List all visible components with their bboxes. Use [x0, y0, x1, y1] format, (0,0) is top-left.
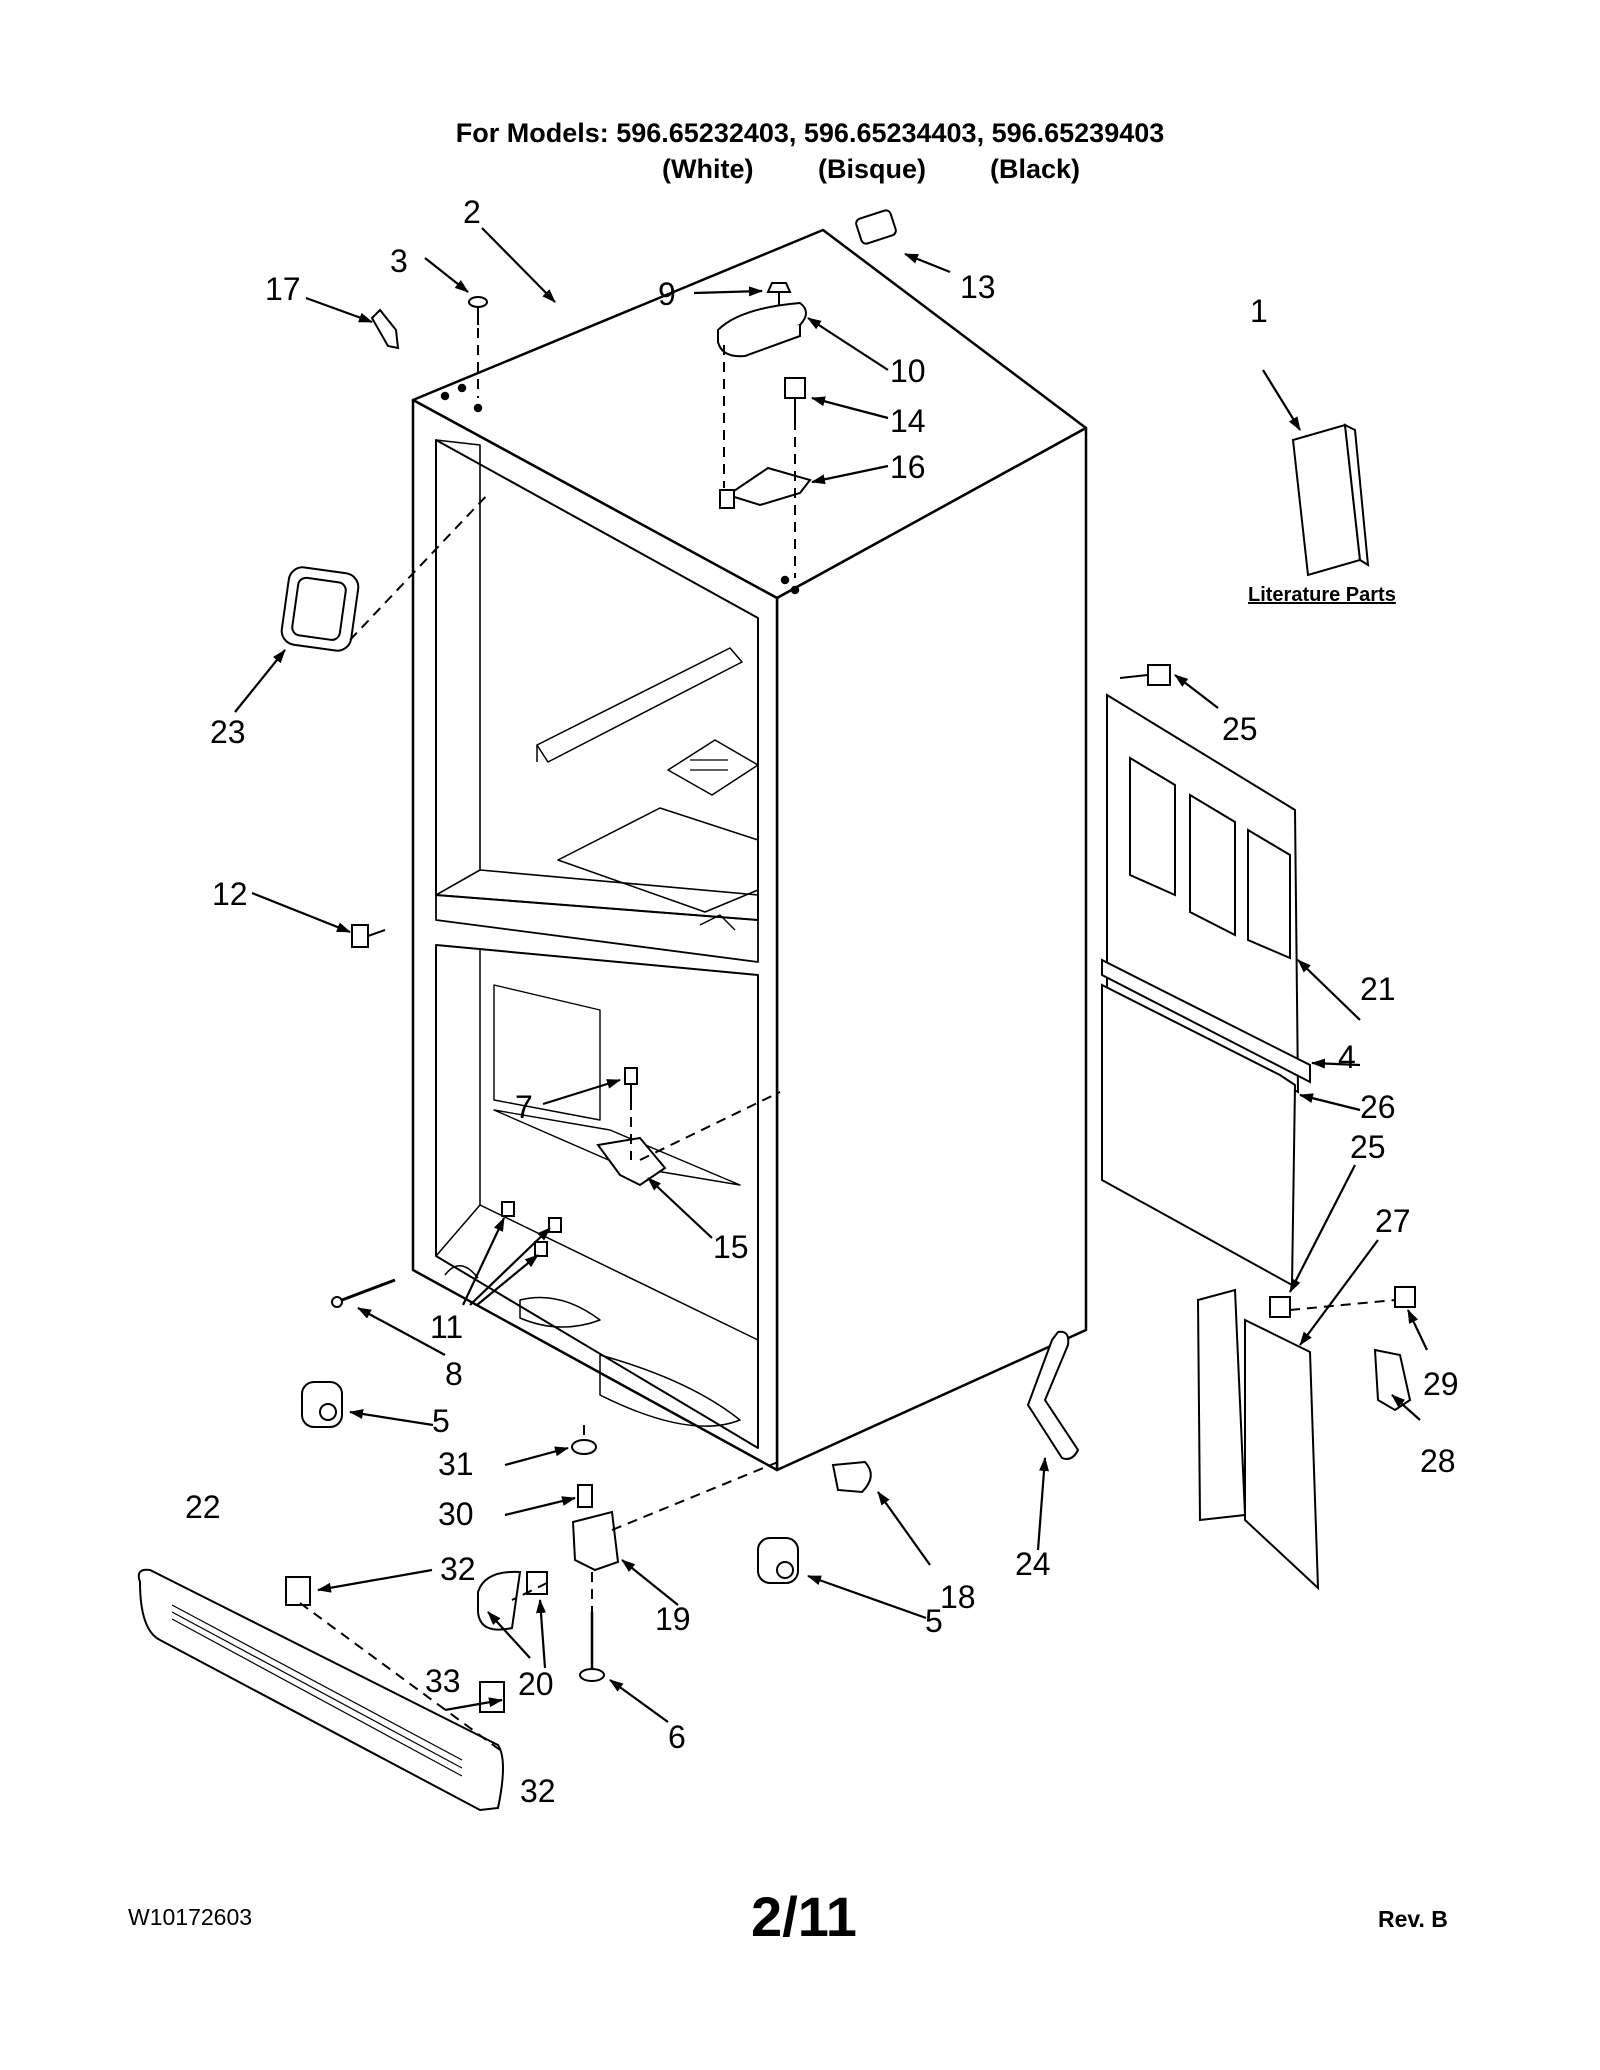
callout-3: 3	[390, 243, 408, 279]
callout-5a: 5	[432, 1403, 450, 1439]
insulation-26	[1101, 983, 1297, 1287]
hinge-cover-10	[716, 301, 807, 358]
leveling-leg-6	[579, 1612, 605, 1682]
callout-18: 18	[940, 1579, 976, 1615]
callout-numbers: 1 2 3 4 5 5 6 7 8 9 10 11 12 13 14 15 16…	[185, 194, 1459, 1809]
callout-7: 7	[515, 1089, 533, 1125]
color-white: (White)	[662, 154, 754, 184]
callout-19: 19	[655, 1601, 691, 1637]
washer-31	[571, 1439, 597, 1455]
caster-5-left	[301, 1381, 343, 1428]
toe-grille-22	[137, 1568, 504, 1812]
models-line: For Models: 596.65232403, 596.65234403, …	[455, 118, 1165, 148]
pin-30	[577, 1484, 593, 1508]
callout-22: 22	[185, 1489, 221, 1525]
callout-1: 1	[1250, 293, 1268, 329]
bracket-15	[596, 1136, 667, 1187]
color-black: (Black)	[990, 154, 1081, 184]
revision-label: Rev. B	[1378, 1906, 1448, 1932]
screw-25-upper	[1119, 664, 1171, 686]
bracket-28	[1373, 1348, 1412, 1412]
callout-11: 11	[430, 1309, 463, 1345]
bolt-8	[331, 1278, 396, 1308]
callout-27: 27	[1375, 1203, 1411, 1239]
callout-17: 17	[265, 271, 301, 307]
callout-8: 8	[445, 1356, 463, 1392]
electrical-box-27	[1196, 1288, 1320, 1591]
control-panel-23	[280, 566, 360, 652]
callout-32a: 32	[440, 1551, 476, 1587]
literature-booklet	[1291, 423, 1370, 577]
screw-3	[468, 296, 488, 325]
callout-23: 23	[210, 714, 246, 750]
callout-30: 30	[438, 1496, 474, 1532]
callout-21: 21	[1360, 971, 1396, 1007]
callout-20: 20	[518, 1666, 554, 1702]
color-bisque: (Bisque)	[818, 154, 926, 184]
callout-14: 14	[890, 403, 926, 439]
clip-32-lower	[479, 1681, 505, 1713]
callout-4: 4	[1338, 1039, 1356, 1075]
clip-33	[477, 1570, 522, 1631]
callout-33: 33	[425, 1663, 461, 1699]
screw-14	[784, 377, 806, 420]
callout-2: 2	[463, 194, 481, 230]
label-13	[855, 209, 897, 245]
callout-16: 16	[890, 449, 926, 485]
callout-25b: 25	[1350, 1129, 1386, 1165]
screw-25-lower	[1269, 1296, 1291, 1318]
hinge-bracket-19	[571, 1510, 620, 1572]
strip-4	[1101, 958, 1311, 1084]
callout-15: 15	[713, 1229, 749, 1265]
callout-31: 31	[438, 1446, 474, 1482]
callout-29: 29	[1423, 1366, 1459, 1402]
clamp-18	[831, 1460, 872, 1494]
cabinet	[411, 228, 1088, 1472]
page-number: 2/11	[751, 1885, 857, 1948]
screws-11	[501, 1201, 562, 1257]
strip-17	[370, 308, 400, 350]
screw-7	[624, 1067, 638, 1100]
callout-12: 12	[212, 876, 248, 912]
callout-9: 9	[658, 276, 676, 312]
screw-12	[351, 924, 386, 948]
callout-28: 28	[1420, 1443, 1456, 1479]
caster-5-right	[757, 1537, 799, 1584]
document-number: W10172603	[128, 1904, 253, 1930]
screw-29	[1394, 1286, 1416, 1308]
callout-25a: 25	[1222, 711, 1258, 747]
assembly-lines	[299, 328, 1396, 1751]
callout-26: 26	[1360, 1089, 1396, 1125]
drain-hose-24	[1026, 1330, 1080, 1460]
leader-arrows	[234, 227, 1428, 1723]
top-hinge-16	[719, 466, 812, 509]
callout-10: 10	[890, 353, 926, 389]
callout-13: 13	[960, 269, 996, 305]
parts	[137, 209, 1416, 1812]
literature-parts-label: Literature Parts	[1248, 584, 1396, 606]
callout-24: 24	[1015, 1546, 1051, 1582]
callout-5b: 5	[925, 1603, 943, 1639]
callout-6: 6	[668, 1719, 686, 1755]
callout-32b: 32	[520, 1773, 556, 1809]
clip-32-upper	[285, 1576, 311, 1606]
